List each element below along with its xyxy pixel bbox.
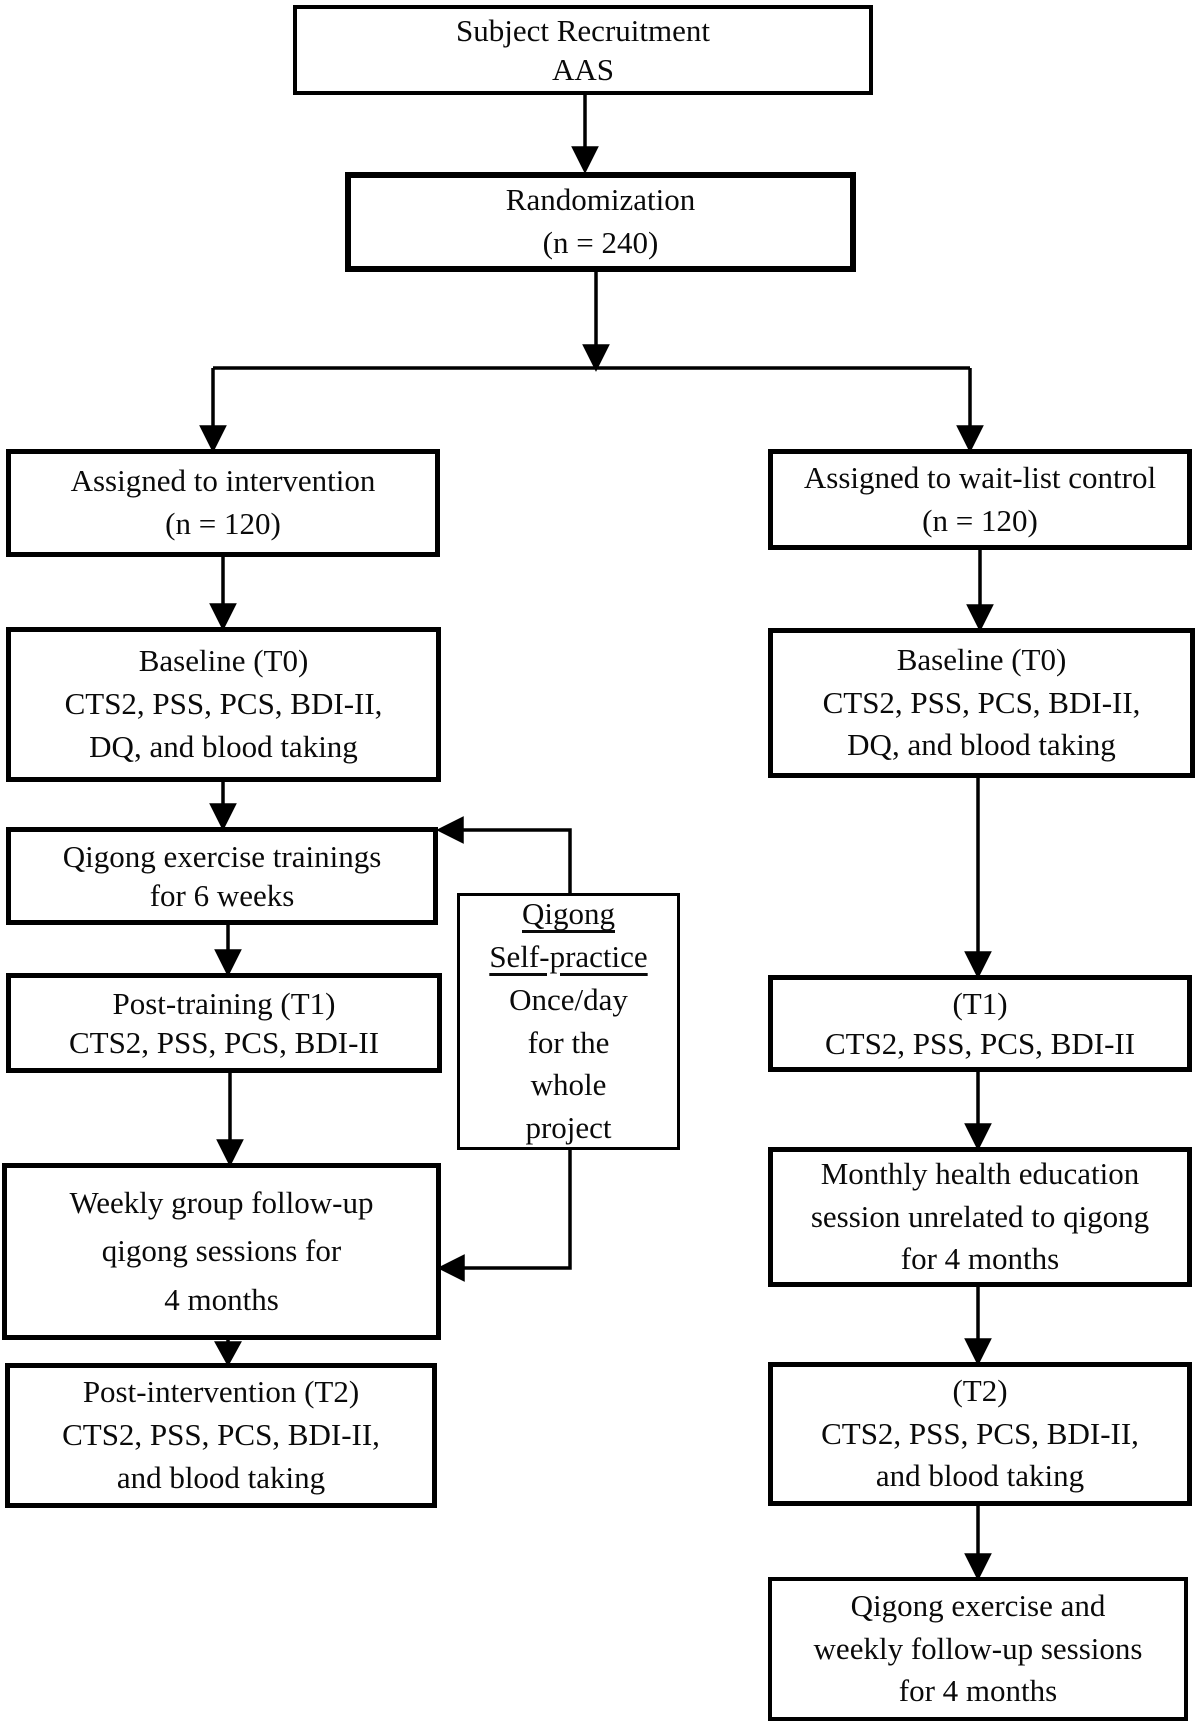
node-randomization: Randomization (n = 240) bbox=[345, 172, 856, 272]
node-assigned-intervention: Assigned to intervention (n = 120) bbox=[6, 449, 440, 557]
node-qigong-self-practice: Qigong Self-practice Once/day for the wh… bbox=[457, 893, 680, 1150]
text-line: Assigned to intervention bbox=[70, 463, 376, 499]
text-line: session unrelated to qigong bbox=[810, 1198, 1150, 1234]
node-post-training: Post-training (T1) CTS2, PSS, PCS, BDI-I… bbox=[6, 973, 442, 1073]
text-line: Qigong exercise trainings bbox=[62, 838, 382, 874]
text-line: weekly follow-up sessions bbox=[813, 1630, 1143, 1666]
text-line: whole bbox=[530, 1067, 607, 1103]
arrowhead bbox=[964, 1338, 992, 1366]
node-t1-right: (T1) CTS2, PSS, PCS, BDI-II bbox=[768, 975, 1192, 1072]
text-line: for 4 months bbox=[898, 1673, 1058, 1709]
text-line: CTS2, PSS, PCS, BDI-II, bbox=[64, 686, 383, 722]
node-subject-recruitment: Subject Recruitment AAS bbox=[293, 5, 873, 95]
arrowhead bbox=[214, 949, 242, 977]
text-line: AAS bbox=[551, 52, 614, 87]
node-post-intervention: Post-intervention (T2) CTS2, PSS, PCS, B… bbox=[5, 1363, 437, 1508]
text-line: (n = 120) bbox=[922, 502, 1038, 538]
node-assigned-waitlist: Assigned to wait-list control (n = 120) bbox=[768, 449, 1192, 550]
arrowhead bbox=[582, 344, 610, 372]
text-line: for the bbox=[527, 1024, 610, 1060]
text-line: for 4 months bbox=[900, 1241, 1060, 1277]
node-weekly-group: Weekly group follow-up qigong sessions f… bbox=[2, 1163, 441, 1340]
node-baseline-left: Baseline (T0) CTS2, PSS, PCS, BDI-II, DQ… bbox=[6, 627, 441, 782]
arrowhead bbox=[964, 1553, 992, 1581]
text-line: CTS2, PSS, PCS, BDI-II bbox=[68, 1025, 380, 1060]
text-line: Baseline (T0) bbox=[896, 641, 1067, 677]
text-line: Once/day bbox=[509, 981, 628, 1017]
text-line: qigong sessions for bbox=[101, 1233, 342, 1269]
node-qigong-weekly: Qigong exercise and weekly follow-up ses… bbox=[768, 1577, 1188, 1721]
text-line: and blood taking bbox=[875, 1458, 1085, 1494]
arrowhead-left bbox=[436, 816, 464, 844]
arrowhead bbox=[216, 1139, 244, 1167]
arrowhead-left bbox=[437, 1254, 465, 1282]
text-line: (n = 120) bbox=[165, 506, 281, 541]
text-line: CTS2, PSS, PCS, BDI-II, bbox=[62, 1417, 380, 1453]
arrowhead bbox=[956, 425, 984, 453]
text-line: Qigong exercise and bbox=[850, 1587, 1106, 1623]
text-line: Weekly group follow-up bbox=[69, 1185, 374, 1221]
text-line: DQ, and blood taking bbox=[847, 727, 1116, 763]
text-line: Self-practice bbox=[489, 938, 648, 974]
text-line: Monthly health education bbox=[820, 1155, 1140, 1191]
text-line: project bbox=[525, 1110, 612, 1146]
arrowhead bbox=[209, 803, 237, 831]
arrowhead bbox=[966, 604, 994, 632]
loop-selfpractice-to-trainings bbox=[460, 828, 572, 893]
arrowhead bbox=[209, 603, 237, 631]
text-line: (T2) bbox=[952, 1372, 1008, 1408]
text-line: (n = 240) bbox=[542, 225, 659, 260]
text-line: Assigned to wait-list control bbox=[803, 459, 1157, 495]
text-line: Randomization bbox=[505, 182, 696, 218]
arrowhead bbox=[214, 1341, 242, 1367]
node-baseline-right: Baseline (T0) CTS2, PSS, PCS, BDI-II, DQ… bbox=[768, 628, 1195, 778]
arrowhead bbox=[199, 425, 227, 453]
text-line: CTS2, PSS, PCS, BDI-II bbox=[824, 1025, 1136, 1061]
node-qigong-trainings: Qigong exercise trainings for 6 weeks bbox=[6, 827, 438, 925]
text-line: (T1) bbox=[952, 986, 1008, 1022]
node-monthly-health: Monthly health education session unrelat… bbox=[768, 1147, 1192, 1287]
text-line: and blood taking bbox=[116, 1459, 326, 1495]
arrowhead bbox=[964, 951, 992, 979]
text-line: Baseline (T0) bbox=[138, 643, 309, 679]
text-line: CTS2, PSS, PCS, BDI-II, bbox=[821, 1415, 1139, 1451]
text-line: DQ, and blood taking bbox=[89, 728, 358, 764]
loop-selfpractice-to-weekly bbox=[461, 1150, 572, 1270]
arrowhead bbox=[964, 1123, 992, 1151]
text-line: Post-training (T1) bbox=[112, 985, 336, 1021]
text-line: for 6 weeks bbox=[149, 878, 295, 913]
text-line: CTS2, PSS, PCS, BDI-II, bbox=[822, 684, 1141, 720]
text-line: Qigong bbox=[522, 896, 615, 932]
text-line: 4 months bbox=[164, 1281, 279, 1317]
arrowhead bbox=[571, 146, 599, 174]
text-line: Post-intervention (T2) bbox=[82, 1374, 360, 1410]
text-line: Subject Recruitment bbox=[456, 12, 710, 48]
node-t2-right: (T2) CTS2, PSS, PCS, BDI-II, and blood t… bbox=[768, 1362, 1192, 1506]
